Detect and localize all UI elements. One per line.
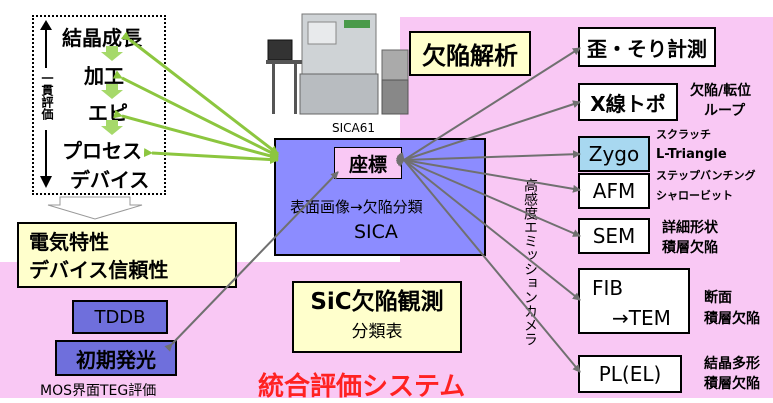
mos-teg-label: MOS界面TEG評価 [40, 383, 157, 399]
initial-emission-box: 初期発光 [55, 340, 177, 376]
observation-title: SiC欠陥観測 [310, 289, 444, 315]
tool-zygo: Zygo [578, 136, 650, 172]
note-fib-1: 断面 [704, 290, 732, 306]
note-zygo-4: シャロービット [656, 189, 733, 202]
emission-camera-label: 高感度エミッションカメラ [522, 178, 538, 346]
tool-sem: SEM [578, 218, 650, 254]
note-xray-2: ループ [704, 103, 746, 119]
tool-fib-tem: FIB →TEM [578, 268, 690, 334]
tddb-box: TDDB [72, 300, 168, 334]
flow-step-process: プロセス [62, 139, 142, 163]
electrical-box: 電気特性 デバイス信頼性 [17, 222, 237, 288]
flow-step-device: デバイス [70, 168, 150, 192]
note-zygo-2: L-Triangle [656, 147, 727, 162]
flow-step-processing: 加工 [84, 64, 124, 88]
note-sem-1: 詳細形状 [662, 220, 718, 236]
tool-pl-el: PL(EL) [578, 355, 682, 393]
note-fib-2: 積層欠陥 [704, 311, 760, 327]
defect-analysis-title: 欠陥解析 [409, 31, 531, 76]
consistency-label: 一貫評価 [40, 72, 54, 120]
sica-label: SICA [354, 221, 398, 243]
flow-step-crystal-growth: 結晶成長 [62, 26, 142, 50]
tool-xray-topo: X線トポ [578, 83, 678, 121]
electrical-line1: 電気特性 [29, 230, 109, 254]
note-zygo-1: スクラッチ [656, 128, 711, 141]
electrical-down-arrow [47, 196, 143, 220]
note-pl-1: 結晶多形 [704, 356, 760, 372]
observation-subtitle: 分類表 [351, 322, 403, 342]
note-zygo-3: ステップバンチング [656, 169, 756, 182]
electrical-line2: デバイス信頼性 [29, 258, 169, 282]
coordinate-box: 座標 [334, 147, 402, 179]
observation-box: SiC欠陥観測 分類表 [292, 281, 462, 353]
note-xray-1: 欠陥/転位 [690, 83, 752, 99]
tool-tem-label: →TEM [612, 306, 671, 330]
note-pl-2: 積層欠陥 [704, 376, 760, 392]
instrument-caption: SICA61 [332, 121, 376, 135]
note-sem-2: 積層欠陥 [662, 240, 718, 256]
tool-fib-label: FIB [592, 276, 624, 300]
flow-step-epi: エピ [88, 101, 128, 125]
tool-afm: AFM [578, 173, 650, 209]
classification-text: 表面画像→欠陥分類 [290, 198, 423, 216]
instrument-photo [264, 10, 414, 122]
system-title: 統合評価システム [258, 372, 466, 402]
tool-strain-warp: 歪・そり計測 [578, 27, 716, 67]
